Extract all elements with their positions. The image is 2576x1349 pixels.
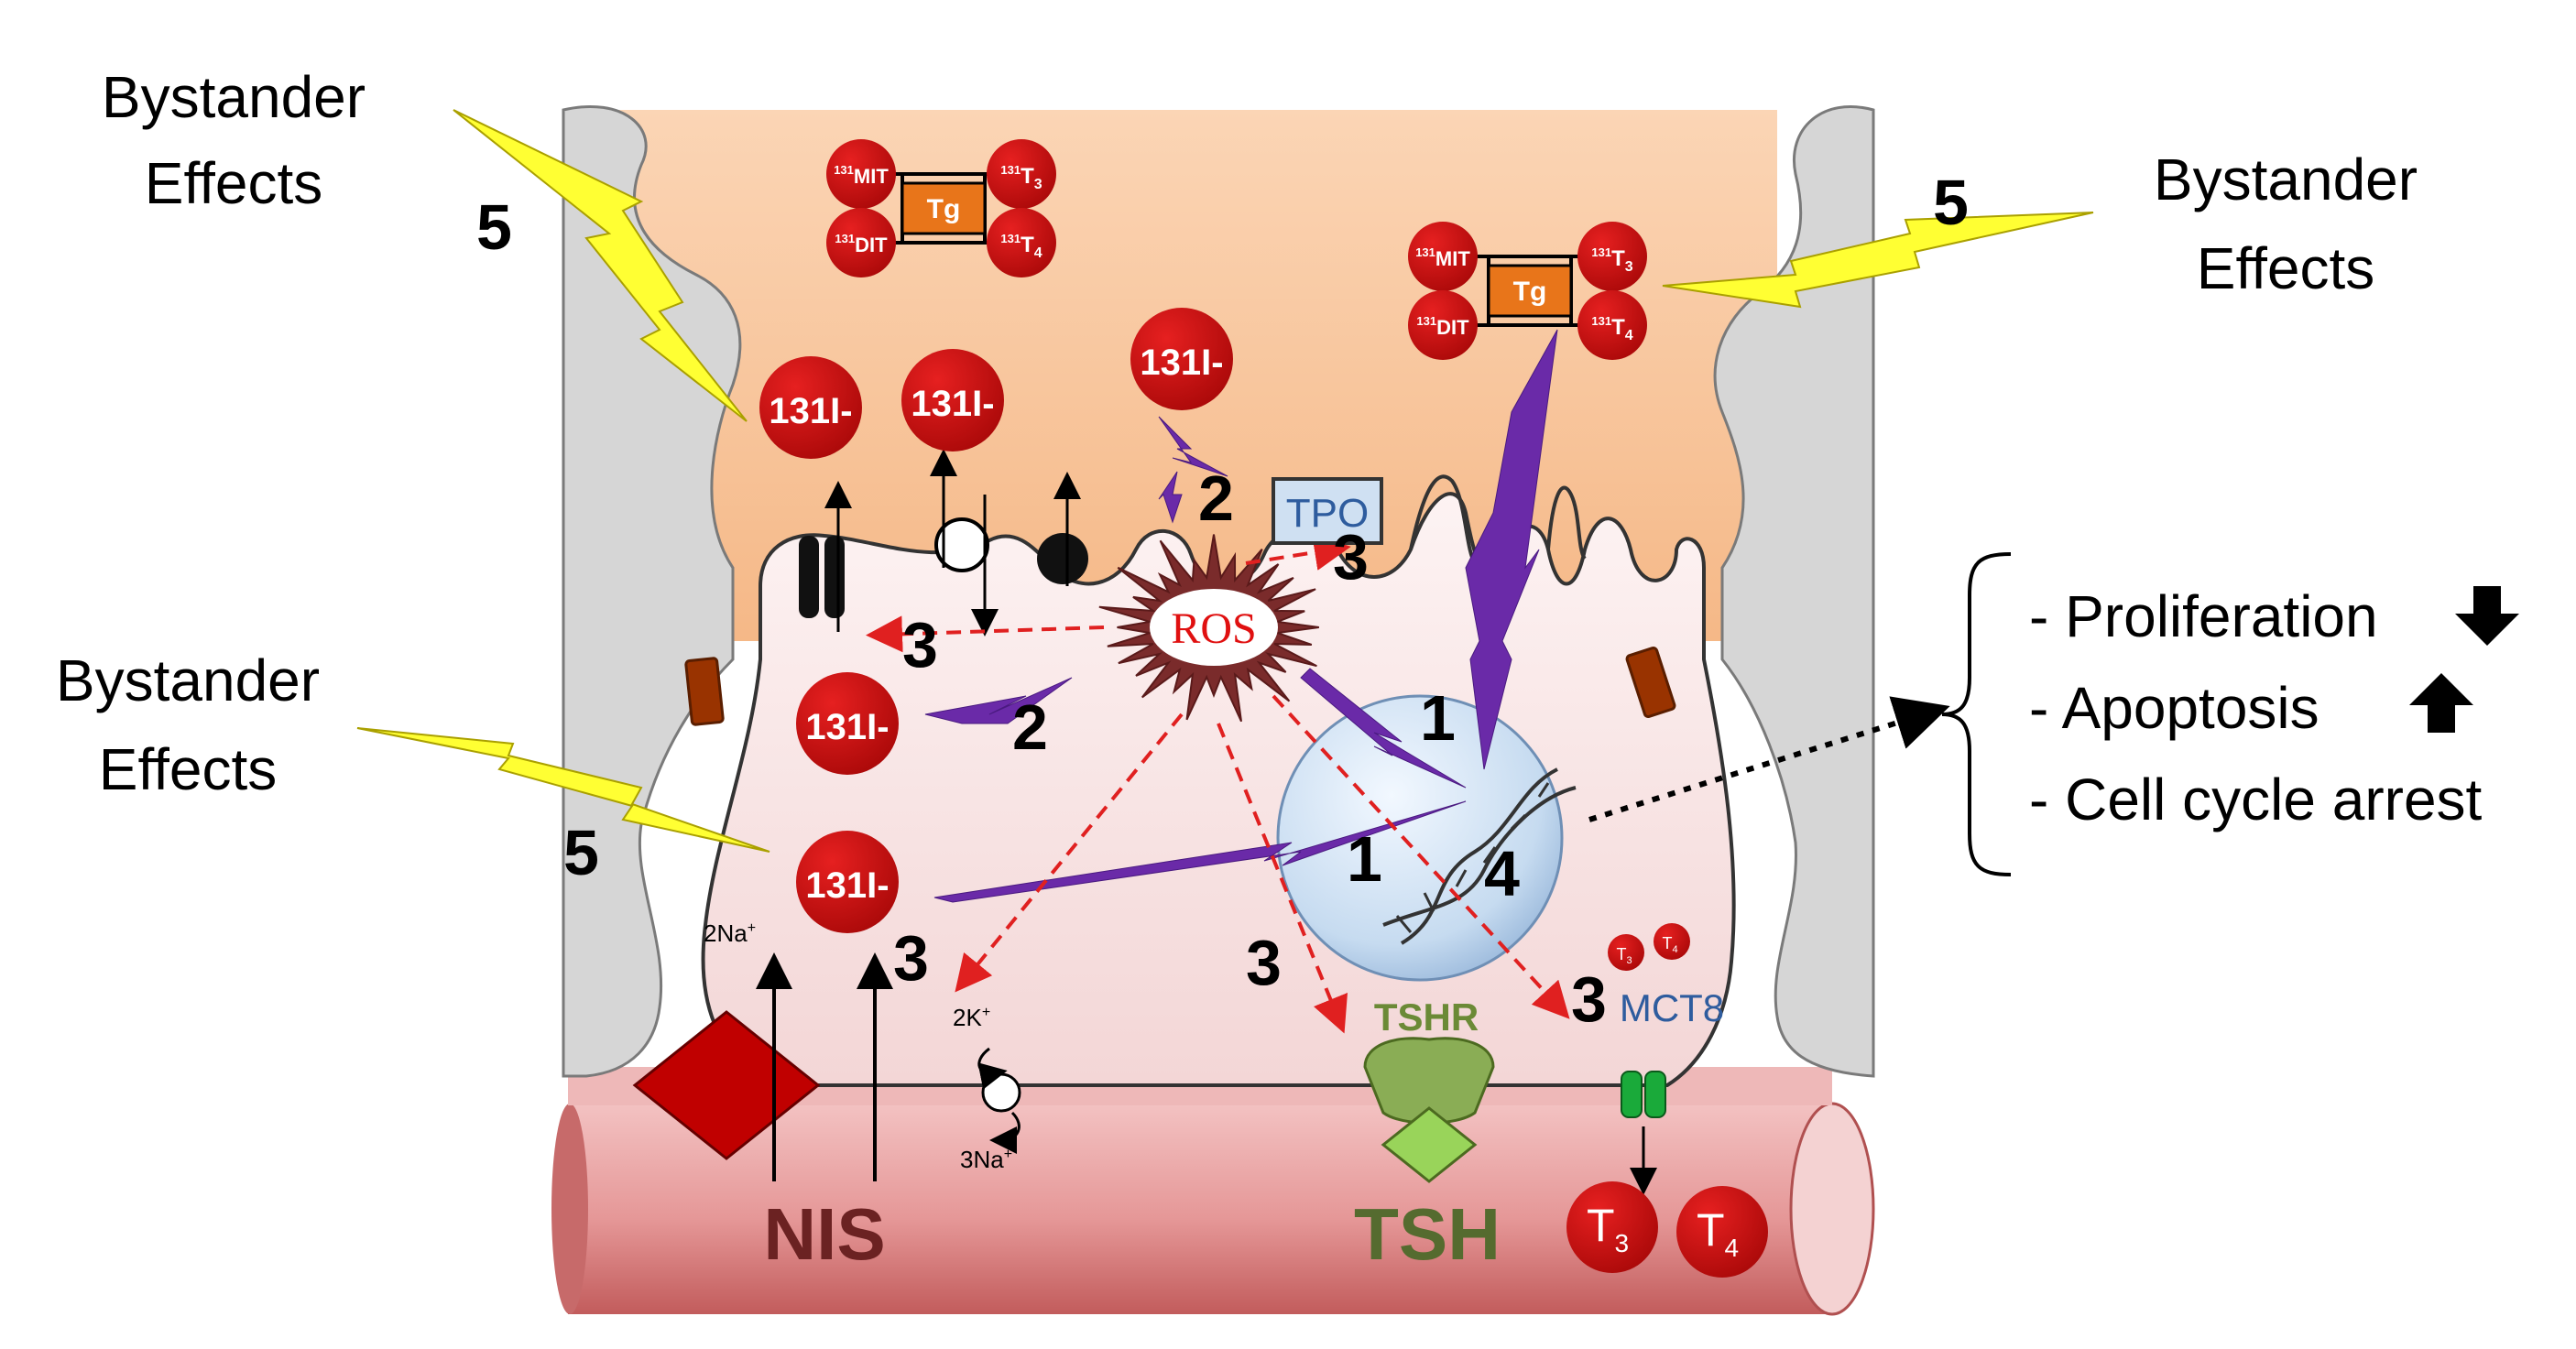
- bystander-label: Bystander: [102, 64, 366, 130]
- svg-text:131MIT: 131MIT: [834, 163, 889, 188]
- iodide-suffix: I-: [830, 391, 852, 431]
- t4-hormone: T4: [1676, 1186, 1768, 1278]
- iodide-suffix: I-: [867, 865, 889, 906]
- step-3-label: 3: [1571, 963, 1607, 1035]
- tight-junction-right: [1625, 647, 1676, 718]
- ano1-transporter-icon: [1037, 472, 1088, 586]
- step-3-label: 3: [893, 922, 929, 994]
- apical-microvilli: [1409, 474, 1587, 565]
- tpo-label: TPO: [1286, 491, 1369, 536]
- step-2-label: 2: [1198, 462, 1234, 534]
- radiation-beta-particles: [924, 329, 1558, 903]
- svg-text:131I-: 131I-: [911, 384, 994, 424]
- svg-text:131MIT: 131MIT: [1415, 245, 1470, 270]
- svg-text:T4: T4: [1662, 934, 1677, 955]
- mct8-transporter: MCT8: [1620, 986, 1724, 1195]
- svg-text:131I-: 131I-: [805, 707, 889, 747]
- iodide-ion: 131I-: [796, 672, 899, 775]
- tight-junction-left: [684, 657, 725, 726]
- tshr-label: TSHR: [1374, 995, 1479, 1039]
- nis-label: NIS: [763, 1193, 885, 1275]
- step-5-label: 5: [476, 191, 512, 263]
- step-3-label: 3: [1333, 521, 1369, 593]
- svg-text:T3: T3: [1616, 945, 1632, 966]
- tg-label: Tg: [1513, 277, 1547, 307]
- step-2-label: 2: [1012, 691, 1048, 763]
- iodide-ion: 131I-: [901, 349, 1004, 451]
- iodide-suffix: I-: [867, 707, 889, 747]
- iodide-ion: 131I-: [796, 831, 899, 933]
- step-3-label: 3: [902, 609, 938, 680]
- iodide-suffix: I-: [972, 384, 994, 424]
- step-3-label: 3: [1246, 927, 1282, 998]
- tsh-hormone: TSH: [1354, 1106, 1501, 1275]
- small-t3-icon: T3: [1608, 934, 1644, 971]
- outcome-brace: [1941, 552, 2012, 876]
- step-5-label: 5: [1933, 167, 1969, 238]
- outcome-apoptosis: - Apoptosis: [2029, 675, 2319, 741]
- bystander-label: Effects: [2197, 235, 2374, 301]
- step-4-label: 4: [1484, 838, 1520, 909]
- svg-text:131T4: 131T4: [1591, 314, 1632, 343]
- neighbor-cell-left: [562, 104, 742, 1078]
- iodide-mass: 131: [911, 384, 972, 424]
- iodide-mass: 131: [805, 707, 867, 747]
- iodide-mass: 131: [769, 391, 830, 431]
- step-5-label: 5: [563, 817, 599, 888]
- mct8-label: MCT8: [1620, 986, 1724, 1029]
- iodide-suffix: I-: [1201, 343, 1223, 383]
- na-k-atpase-icon: 2K+ 3Na+: [953, 1004, 1021, 1173]
- ros-label: ROS: [1171, 604, 1256, 653]
- svg-text:T4: T4: [1697, 1204, 1739, 1262]
- svg-text:131DIT: 131DIT: [1416, 314, 1469, 339]
- svg-text:131T3: 131T3: [1591, 245, 1632, 275]
- tg-label: Tg: [927, 194, 961, 224]
- outcome-proliferation: - Proliferation: [2029, 583, 2378, 649]
- iodide-mass: 131: [805, 865, 867, 906]
- step-1-label: 1: [1347, 823, 1382, 895]
- svg-text:131T3: 131T3: [1000, 163, 1042, 192]
- step-1-label: 1: [1420, 682, 1456, 754]
- k2-label: 2K+: [953, 1004, 990, 1031]
- arrow-up-icon: [2409, 673, 2473, 733]
- bystander-label: Bystander: [2154, 147, 2418, 212]
- bystander-bolts: [356, 109, 2094, 853]
- dna-helix-icon: [1382, 767, 1577, 945]
- iodide-ion: 131I-: [1130, 308, 1233, 410]
- iodide-mass: 131: [1140, 343, 1201, 383]
- outcome-cell-cycle-arrest: - Cell cycle arrest: [2029, 767, 2483, 832]
- ros-damage-arrows: [866, 534, 1570, 1034]
- pendrin-transporter-icon: [930, 449, 999, 636]
- svg-text:T3: T3: [1587, 1200, 1629, 1257]
- svg-text:131T4: 131T4: [1000, 232, 1042, 261]
- tsh-label: TSH: [1354, 1193, 1501, 1275]
- arrow-down-icon: [2455, 586, 2519, 646]
- bystander-label: Bystander: [56, 647, 320, 713]
- tpo-enzyme: TPO: [1272, 477, 1383, 545]
- ros-burst-icon: ROS: [1098, 534, 1319, 723]
- svg-text:131DIT: 131DIT: [835, 232, 888, 256]
- small-t4-icon: T4: [1654, 923, 1690, 960]
- thyroglobulin-complex: Tg 131MIT 131DIT 131T3 131T4: [1408, 222, 1647, 360]
- svg-text:131I-: 131I-: [1140, 343, 1223, 383]
- apical-channel-icon: [799, 481, 852, 632]
- na3-label: 3Na+: [960, 1146, 1012, 1173]
- tshr-receptor: TSHR: [1363, 995, 1495, 1125]
- nucleus: [1276, 694, 1564, 982]
- thyroglobulin-complex: Tg 131MIT 131DIT 131T3 131T4: [826, 139, 1056, 277]
- svg-text:131I-: 131I-: [769, 391, 852, 431]
- bystander-label: Effects: [99, 736, 277, 802]
- na2-label: 2Na+: [704, 919, 756, 947]
- svg-text:131I-: 131I-: [805, 865, 889, 906]
- iodide-ion: 131I-: [759, 356, 862, 459]
- bystander-label: Effects: [145, 150, 322, 216]
- t3-hormone: T3: [1566, 1181, 1658, 1273]
- nis-transporter: NIS: [632, 952, 893, 1275]
- neighbor-cell-right: [1713, 105, 1875, 1078]
